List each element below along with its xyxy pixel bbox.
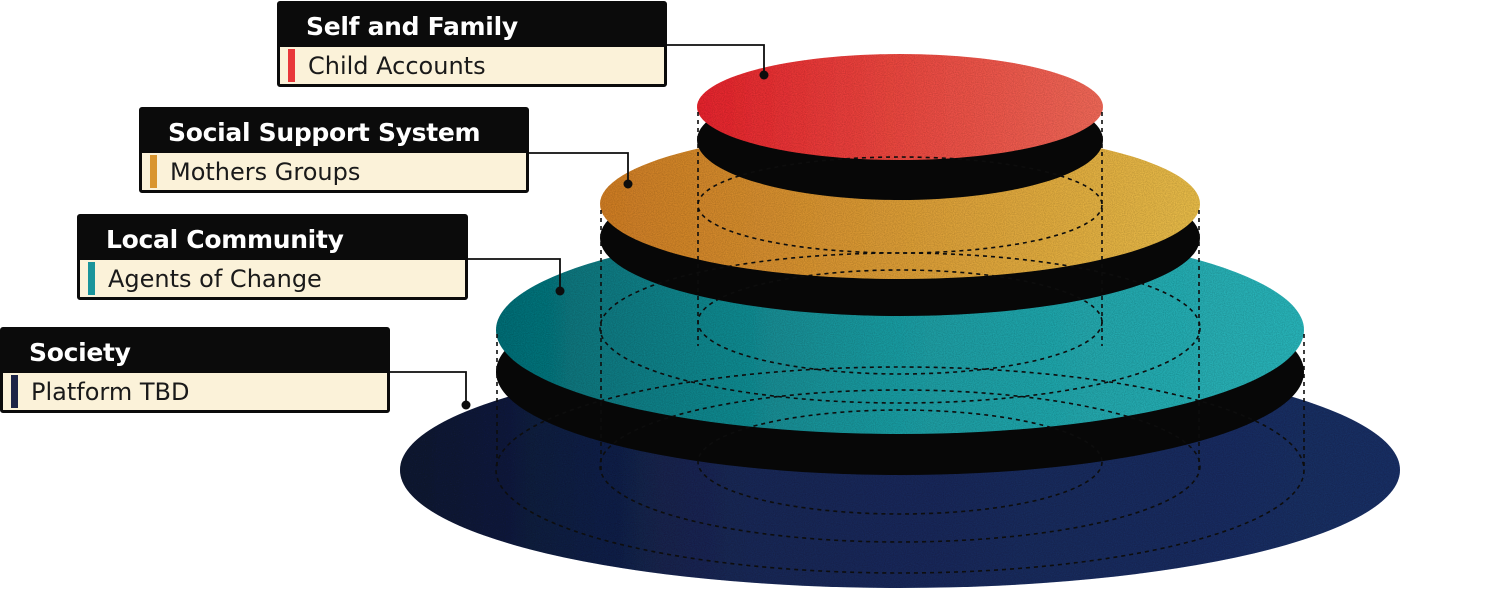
color-swatch-society [11, 375, 18, 408]
label-society-subtitle-row: Platform TBD [3, 373, 387, 410]
leader-line-society [388, 371, 467, 404]
label-self-family-subtitle: Child Accounts [308, 52, 486, 80]
disc-self-family [697, 54, 1103, 200]
leader-dot-local-community [555, 286, 565, 296]
label-self-family-subtitle-row: Child Accounts [280, 47, 664, 84]
color-swatch-social-support [150, 155, 157, 188]
disc-self-family-top [697, 54, 1103, 160]
label-social-support-subtitle: Mothers Groups [170, 158, 361, 186]
label-local-community-title: Local Community [106, 225, 344, 254]
color-swatch-local-community [88, 262, 95, 295]
leader-line-social-support [527, 152, 629, 183]
label-social-support-title: Social Support System [168, 118, 481, 147]
leader-dot-society [461, 400, 471, 410]
leader-dot-social-support [623, 179, 633, 189]
dashed-projections [495, 112, 1305, 574]
label-social-support-subtitle-row: Mothers Groups [142, 153, 526, 190]
label-local-community-subtitle-row: Agents of Change [80, 260, 465, 297]
leader-line-self-family [665, 44, 765, 74]
leader-line-local-community [466, 258, 561, 290]
leader-dot-self-family [759, 70, 769, 80]
label-society: Society Platform TBD [0, 327, 390, 413]
label-social-support: Social Support System Mothers Groups [139, 107, 529, 193]
label-local-community: Local Community Agents of Change [77, 214, 468, 300]
label-society-subtitle: Platform TBD [31, 378, 190, 406]
color-swatch-self-family [288, 49, 295, 82]
label-self-family-title: Self and Family [306, 12, 518, 41]
leader-lines [388, 44, 765, 404]
label-local-community-subtitle: Agents of Change [108, 265, 322, 293]
label-society-title: Society [29, 338, 131, 367]
label-self-family: Self and Family Child Accounts [277, 1, 667, 87]
